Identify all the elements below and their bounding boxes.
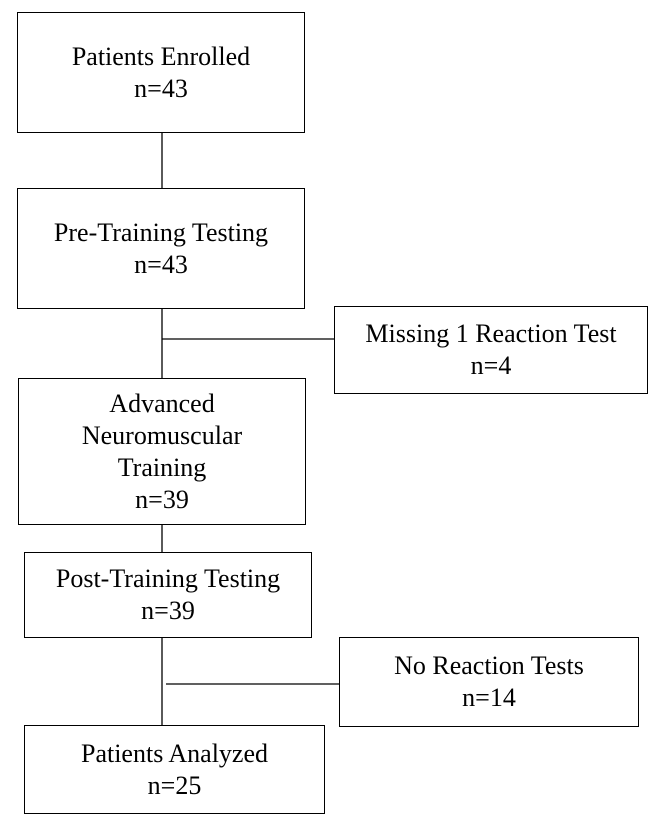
posttraining-label: Post-Training Testing bbox=[55, 564, 281, 593]
training-label-line1: Advanced bbox=[109, 388, 215, 418]
analyzed-label: Patients Analyzed bbox=[80, 738, 268, 768]
posttraining-box: Post-Training Testing n=39 bbox=[24, 552, 312, 638]
training-box: Advanced Neuromuscular Training n=39 bbox=[18, 378, 306, 525]
pretraining-box: Pre-Training Testing n=43 bbox=[17, 188, 305, 309]
analyzed-box: Patients Analyzed n=25 bbox=[24, 725, 325, 814]
noreaction-label: No Reaction Tests bbox=[394, 651, 584, 680]
enrolled-count: n=43 bbox=[134, 73, 188, 103]
training-label-line3: Training bbox=[117, 452, 207, 482]
pretraining-count: n=43 bbox=[134, 249, 188, 279]
noreaction-box: No Reaction Tests n=14 bbox=[339, 637, 639, 727]
pretraining-label: Pre-Training Testing bbox=[53, 217, 269, 247]
analyzed-count: n=25 bbox=[147, 770, 202, 800]
enrolled-label: Patients Enrolled bbox=[71, 41, 251, 71]
noreaction-count: n=14 bbox=[462, 683, 516, 712]
missing-label: Missing 1 Reaction Test bbox=[365, 319, 617, 348]
missing-count: n=4 bbox=[470, 351, 512, 380]
missing-box: Missing 1 Reaction Test n=4 bbox=[334, 306, 648, 394]
training-label-line2: Neuromuscular bbox=[81, 420, 243, 450]
posttraining-count: n=39 bbox=[141, 596, 195, 625]
training-count: n=39 bbox=[135, 484, 189, 514]
enrolled-box: Patients Enrolled n=43 bbox=[17, 12, 305, 133]
